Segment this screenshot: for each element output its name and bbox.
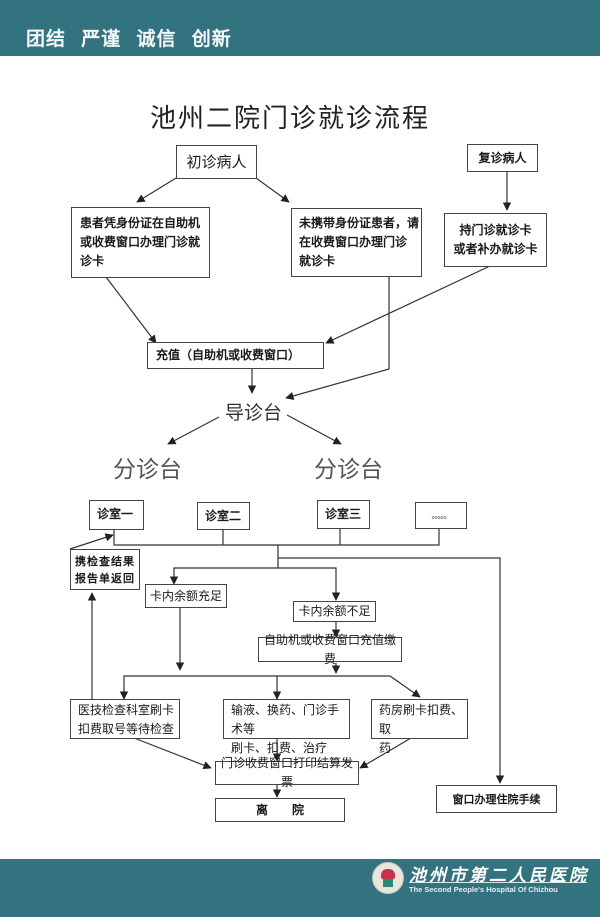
arrow-first-to-withid [136, 177, 177, 203]
arrow-withoutid-to-guide [285, 277, 390, 400]
emblem-cross-icon [383, 879, 393, 887]
node-leave: 离 院 [215, 798, 345, 822]
node-pharmacy-line2: 药 [379, 741, 392, 755]
node-exam-line1: 医技检查科室刷卡 [78, 703, 175, 717]
node-triage-left: 分诊台 [113, 457, 182, 483]
node-without-id-line3: 就诊卡 [299, 254, 336, 268]
node-inpatient-label: 窗口办理住院手续 [452, 792, 541, 806]
hospital-name-cn: 池州市第二人民医院 [409, 866, 589, 886]
node-triage-right: 分诊台 [314, 457, 383, 483]
node-exam: 医技检查科室刷卡 扣费取号等待检查 [70, 699, 180, 739]
arrow-to-inpatient [278, 557, 505, 784]
node-room2-label: 诊室二 [205, 509, 242, 523]
node-inpatient: 窗口办理住院手续 [436, 785, 557, 813]
node-first-visit: 初诊病人 [176, 145, 257, 179]
node-balance-low: 卡内余额不足 [293, 601, 376, 622]
node-balance-ok: 卡内余额充足 [145, 584, 227, 608]
node-pharmacy: 药房刷卡扣费、取 药 [371, 699, 468, 755]
node-without-id-line2: 在收费窗口办理门诊 [299, 235, 408, 249]
node-treatment: 输液、换药、门诊手术等 刷卡、扣费、治疗 [223, 699, 350, 755]
arrow-guide-to-triage-right [286, 414, 342, 445]
node-without-id-line1: 未携带身份证患者，请 [299, 216, 420, 230]
node-leave-label: 离 院 [255, 802, 304, 817]
node-room-more: 。。。。。 [415, 502, 467, 529]
node-return-visit-label: 复诊病人 [478, 150, 527, 165]
node-with-id-line1: 患者凭身份证在自助机 [80, 216, 201, 230]
emblem-heart-icon [381, 869, 395, 879]
node-balance-low-label: 卡内余额不足 [298, 604, 371, 618]
node-return-report-line2: 报告单返回 [75, 571, 135, 585]
dist-bus [123, 675, 421, 698]
node-return-report-line1: 携检查结果 [75, 554, 135, 568]
hospital-name-en: The Second People's Hospital Of Chizhou [409, 885, 558, 894]
rooms-bus [113, 528, 440, 546]
node-treatment-line2: 刷卡、扣费、治疗 [231, 741, 328, 755]
node-pharmacy-line1: 药房刷卡扣费、取 [379, 703, 464, 736]
arrow-to-balance-low [278, 567, 341, 601]
arrow-holdcard-to-recharge [325, 265, 491, 344]
hospital-emblem-icon [372, 862, 404, 894]
footer-banner [0, 859, 600, 917]
node-room1: 诊室一 [89, 500, 144, 530]
page-title: 池州二院门诊就诊流程 [150, 104, 431, 134]
node-without-id: 未携带身份证患者，请 在收费窗口办理门诊 就诊卡 [291, 208, 422, 277]
arrow-withid-to-recharge [105, 276, 157, 344]
node-first-visit-label: 初诊病人 [186, 152, 247, 171]
node-hold-card: 持门诊就诊卡 或者补办就诊卡 [444, 213, 547, 267]
node-treatment-line1: 输液、换药、门诊手术等 [231, 703, 340, 736]
node-exam-line2: 扣费取号等待检查 [78, 722, 175, 736]
node-room1-label: 诊室一 [97, 507, 134, 521]
node-invoice: 门诊收费窗口打印结算发票 [215, 756, 359, 789]
header-slogan: 团结 严谨 诚信 创新 [26, 28, 232, 50]
arrow-report-to-room1 [69, 533, 114, 550]
node-balance-ok-label: 卡内余额充足 [149, 588, 222, 603]
node-hold-card-line1: 持门诊就诊卡 [459, 223, 532, 237]
node-with-id-line2: 或收费窗口办理门诊就 [80, 235, 201, 249]
node-guide-desk: 导诊台 [225, 402, 283, 424]
node-room3: 诊室三 [317, 500, 370, 529]
node-invoice-label: 门诊收费窗口打印结算发票 [220, 756, 353, 789]
node-room3-label: 诊室三 [325, 507, 362, 521]
hospital-name-divider [409, 882, 587, 883]
arrow-to-balance-ok [169, 567, 278, 585]
node-recharge: 充值（自助机或收费窗口） [147, 342, 324, 369]
node-topup-pay: 自助机或收费窗口充值缴费 [258, 633, 402, 666]
arrow-pharmacy-to-invoice [359, 737, 412, 769]
node-recharge-label: 充值（自助机或收费窗口） [156, 348, 301, 362]
arrow-exam-to-invoice [133, 737, 212, 770]
node-return-visit: 复诊病人 [467, 144, 538, 172]
node-room-more-label: 。。。。。 [431, 511, 452, 520]
node-room2: 诊室二 [197, 502, 250, 530]
node-return-report: 携检查结果 报告单返回 [70, 549, 140, 590]
node-topup-pay-label: 自助机或收费窗口充值缴费 [263, 632, 396, 666]
arrow-first-to-withoutid [255, 177, 290, 203]
arrow-guide-to-triage-left [167, 416, 220, 445]
node-with-id: 患者凭身份证在自助机 或收费窗口办理门诊就 诊卡 [71, 207, 210, 278]
node-hold-card-line2: 或者补办就诊卡 [453, 242, 538, 256]
header-banner: 团结 严谨 诚信 创新 [0, 0, 600, 56]
node-with-id-line3: 诊卡 [80, 254, 105, 268]
